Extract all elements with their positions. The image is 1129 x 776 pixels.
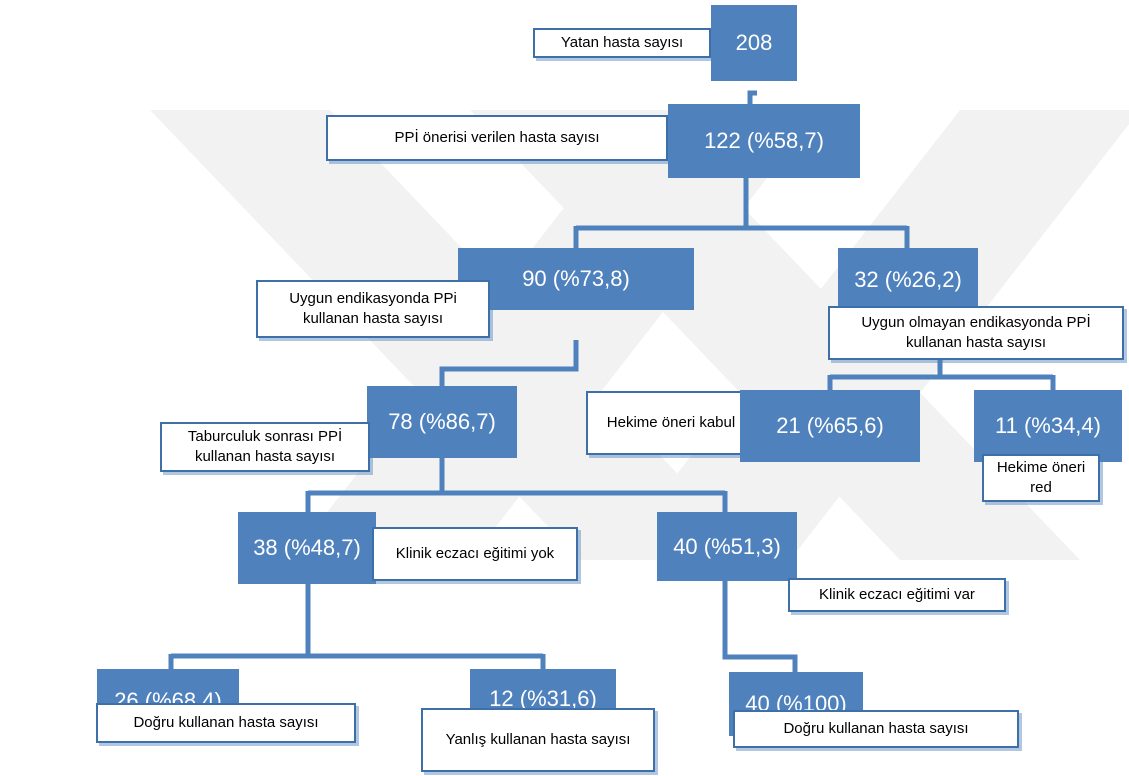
no-pharmacist-training-label: Klinik eczacı eğitimi yok bbox=[372, 527, 578, 581]
connector-122-split bbox=[573, 178, 910, 248]
correct-use-label-right: Doğru kullanan hasta sayısı bbox=[733, 710, 1019, 748]
node-208: 208 bbox=[711, 5, 797, 81]
node-40: 40 (%51,3) bbox=[657, 512, 797, 581]
node-90: 90 (%73,8) bbox=[458, 248, 694, 310]
node-32: 32 (%26,2) bbox=[838, 248, 978, 312]
physician-rejected-label: Hekime öneri red bbox=[982, 454, 1100, 502]
inpatient-count-label: Yatan hasta sayısı bbox=[533, 28, 711, 58]
node-122: 122 (%58,7) bbox=[668, 104, 860, 178]
connector-32-split bbox=[827, 358, 1056, 390]
node-78: 78 (%86,7) bbox=[367, 386, 517, 458]
incorrect-use-label: Yanlış kullanan hasta sayısı bbox=[421, 708, 655, 772]
connector-90-78 bbox=[439, 340, 579, 386]
connector-208-122 bbox=[747, 90, 757, 104]
node-11: 11 (%34,4) bbox=[974, 390, 1122, 462]
connector-38-split bbox=[168, 584, 546, 669]
node-21: 21 (%65,6) bbox=[740, 390, 920, 462]
pharmacist-training-label: Klinik eczacı eğitimi var bbox=[788, 578, 1006, 612]
ppi-recommended-label: PPİ önerisi verilen hasta sayısı bbox=[326, 115, 668, 161]
node-38: 38 (%48,7) bbox=[238, 512, 376, 584]
physician-accepted-label: Hekime öneri kabul bbox=[586, 391, 756, 455]
connector-78-split bbox=[305, 458, 728, 512]
connector-40-40b bbox=[722, 581, 798, 672]
inappropriate-indication-label: Uygun olmayan endikasyonda PPİ kullanan … bbox=[828, 306, 1124, 360]
correct-use-label-left: Doğru kullanan hasta sayısı bbox=[96, 703, 356, 743]
appropriate-indication-label: Uygun endikasyonda PPi kullanan hasta sa… bbox=[256, 280, 490, 338]
post-discharge-label: Taburculuk sonrası PPİ kullanan hasta sa… bbox=[160, 422, 370, 472]
